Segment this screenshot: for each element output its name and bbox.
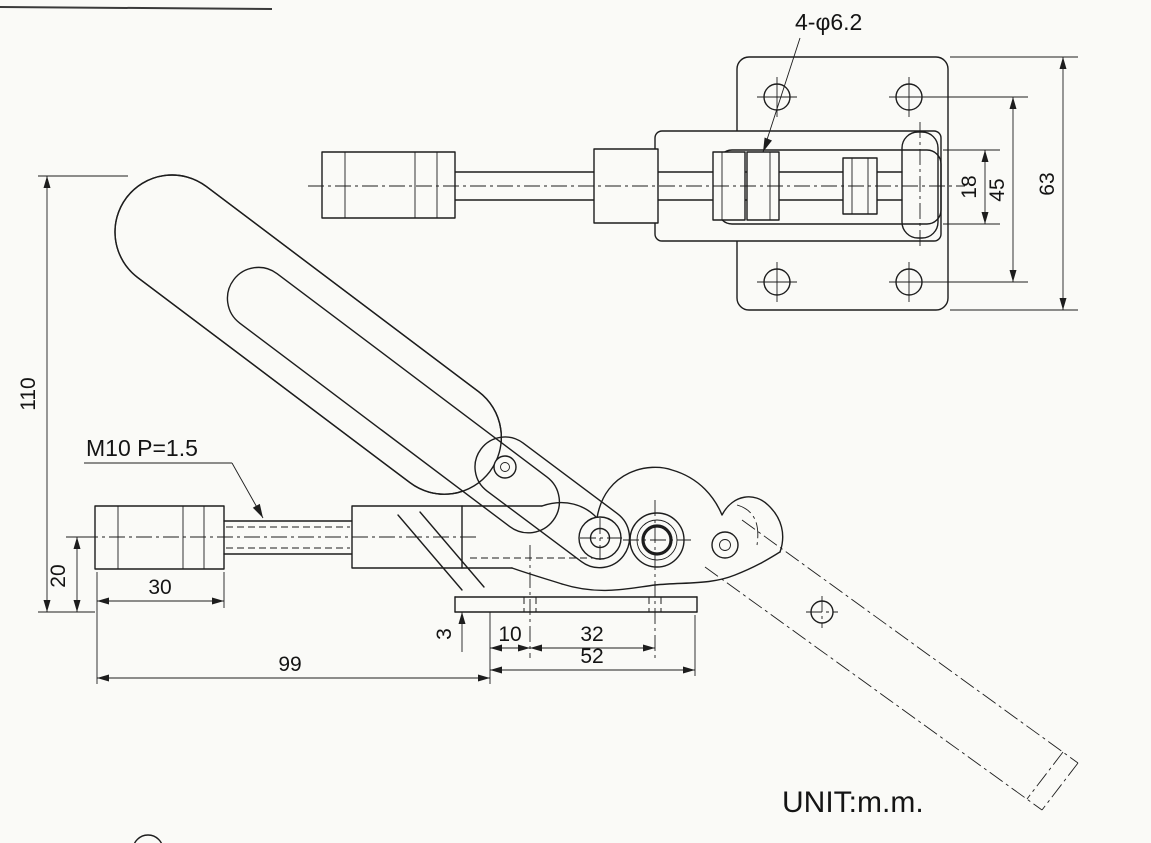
linkage-plates [470, 466, 784, 592]
dim-52-label: 52 [580, 645, 603, 668]
dim-3-label: 3 [433, 628, 456, 640]
dim-slot-width: 18 [943, 149, 1000, 225]
unit-note: UNIT:m.m. [782, 786, 924, 819]
dim-hole-offset: 10 [490, 623, 530, 652]
threaded-rod [223, 520, 353, 555]
dim-45-label: 45 [986, 178, 1009, 201]
dim-10-label: 10 [498, 623, 521, 646]
hole-callout-leader [762, 37, 801, 153]
dim-plate-hole-spacing: 45 [922, 96, 1028, 283]
arm-gusset [397, 511, 485, 591]
pivot-pin-handle [711, 531, 739, 559]
hex-nut-top [321, 151, 456, 219]
handle-grip [114, 174, 561, 534]
page-artifact-circle [133, 834, 163, 843]
dim-110-label: 110 [17, 377, 40, 410]
dim-base-length: 52 [490, 615, 696, 676]
pivot-pin-main [578, 516, 622, 560]
hole-callout: 4-φ6.2 [762, 9, 862, 153]
hex-nut-side [94, 505, 225, 570]
side-view: M10 P=1.5 110 20 [17, 174, 1079, 811]
top-view: 4-φ6.2 18 45 63 [308, 9, 1078, 311]
spindle-assembly [82, 505, 543, 570]
scan-artifacts [0, 6, 273, 843]
handle-phantom-position [704, 504, 1079, 811]
thread-callout: M10 P=1.5 [84, 435, 264, 519]
hole-callout-label: 4-φ6.2 [795, 9, 862, 35]
dim-18-label: 18 [958, 175, 981, 198]
mounting-holes [757, 77, 929, 302]
dim-32-label: 32 [580, 623, 603, 646]
dim-bar-length: 99 [96, 608, 491, 684]
dim-center-height: 20 [47, 536, 88, 612]
handle-lever-bar [226, 266, 561, 534]
grip-outline [114, 174, 503, 495]
pivot-pin-upper [493, 455, 517, 479]
dim-plate-width: 63 [950, 56, 1078, 311]
dim-99-label: 99 [278, 653, 301, 676]
dim-hole-spacing: 32 [530, 623, 655, 652]
dim-nut-length: 30 [96, 572, 225, 608]
thread-callout-label: M10 P=1.5 [86, 435, 198, 461]
dim-30-label: 30 [148, 576, 171, 599]
base-plate [454, 500, 698, 658]
dim-overall-height: 110 [17, 175, 128, 613]
toggle-link-plate [474, 436, 631, 569]
dim-20-label: 20 [47, 564, 70, 587]
leader-arrowhead [763, 137, 772, 152]
spindle-rod-top [454, 171, 903, 201]
clamp-spindle-boss [623, 512, 691, 568]
dim-63-label: 63 [1036, 172, 1059, 195]
dim-base-thickness: 3 [433, 612, 466, 652]
base-hole-hidden-lines [523, 597, 662, 612]
